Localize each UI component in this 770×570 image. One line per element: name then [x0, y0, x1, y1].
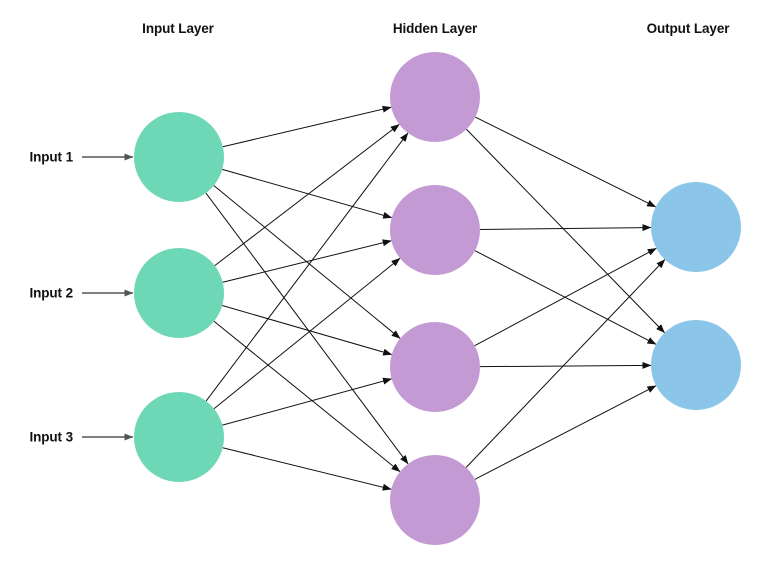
neuron-node-h2[interactable]	[390, 185, 480, 275]
connection-edge	[222, 305, 393, 356]
connection-edge	[222, 239, 392, 283]
neuron-node-o1[interactable]	[651, 182, 741, 272]
connection-edge	[222, 377, 392, 426]
layer-title-output: Output Layer	[646, 21, 730, 36]
neuron-node-i2[interactable]	[134, 248, 224, 338]
connection-edge	[205, 132, 409, 402]
connection-edge	[474, 385, 657, 480]
connection-edge	[474, 247, 657, 347]
layer-title-input: Input Layer	[142, 21, 214, 36]
connection-edge	[465, 259, 666, 468]
input-label-1: Input 1	[29, 149, 73, 165]
neuron-node-i1[interactable]	[134, 112, 224, 202]
neuron-node-i3[interactable]	[134, 392, 224, 482]
connection-edge	[205, 192, 409, 465]
connection-edge	[213, 320, 401, 473]
connection-edge	[466, 128, 665, 334]
neuron-nodes	[134, 52, 741, 545]
layer-title-hidden: Hidden Layer	[392, 21, 478, 36]
connection-edge	[214, 123, 400, 267]
input-label-2: Input 2	[29, 285, 73, 301]
connection-edge	[222, 447, 392, 491]
connection-edge	[475, 116, 657, 208]
neuron-node-o2[interactable]	[651, 320, 741, 410]
input-arrows	[82, 153, 134, 441]
neuron-node-h4[interactable]	[390, 455, 480, 545]
connection-edge	[213, 257, 401, 410]
connection-edges	[205, 105, 666, 491]
connection-edge	[222, 105, 392, 148]
connection-edge	[479, 361, 652, 369]
neuron-node-h3[interactable]	[390, 322, 480, 412]
neuron-node-h1[interactable]	[390, 52, 480, 142]
connection-edge	[222, 168, 393, 219]
connection-edge	[479, 224, 652, 232]
input-label-3: Input 3	[29, 429, 73, 445]
